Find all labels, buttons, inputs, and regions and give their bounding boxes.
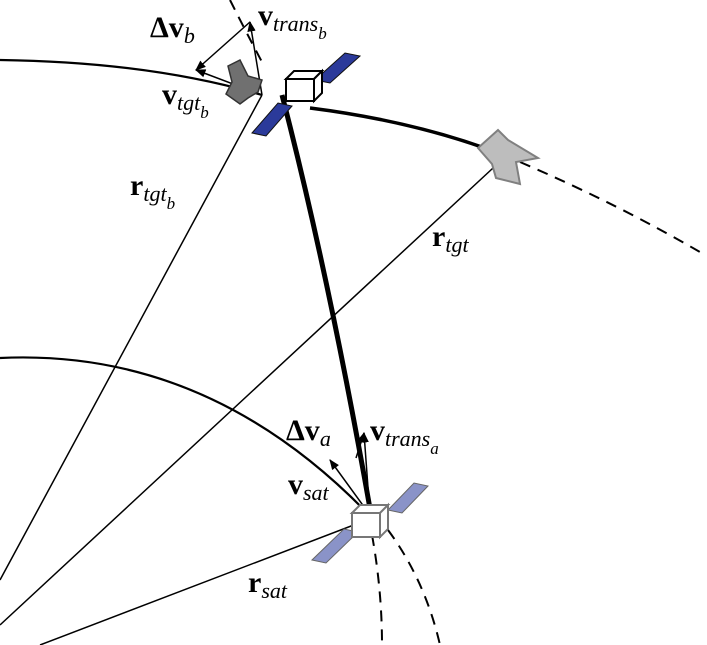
label-v-sat: vsat: [288, 468, 330, 505]
target-orbit: [0, 58, 263, 97]
label-r-tgt-b: rtgtb: [130, 169, 175, 213]
radius-line-sat: [39, 517, 373, 645]
target-orbit-dashed: [519, 161, 706, 256]
satellite-orbit-dashed: [387, 529, 441, 645]
label-v-tgt-b: vtgtb: [162, 78, 209, 122]
vector-v-trans-a: [360, 431, 371, 516]
radius-line-tgt: [0, 155, 507, 626]
target-orbit-dashed-top: [229, 0, 263, 63]
label-v-trans-b: vtransb: [258, 0, 327, 43]
satellite-icon-a: [310, 482, 429, 564]
label-v-trans-a: vtransa: [370, 414, 439, 458]
transfer-orbit: [279, 94, 375, 521]
satellite-icon-b: [251, 52, 362, 137]
label-delta-v-a: Δva: [286, 414, 331, 451]
radius-line-tgt-b: [0, 94, 263, 581]
vector-delta-v-b: [195, 21, 251, 71]
target-icon-b: [225, 58, 263, 105]
target-icon-final: [476, 128, 541, 186]
label-r-tgt: rtgt: [432, 220, 469, 257]
target-orbit-segment: [309, 106, 507, 158]
label-r-sat: rsat: [248, 566, 288, 603]
satellite-orbit-dashed-2: [371, 534, 383, 645]
satellite-orbit: [0, 356, 373, 519]
label-delta-v-b: Δvb: [150, 11, 195, 48]
